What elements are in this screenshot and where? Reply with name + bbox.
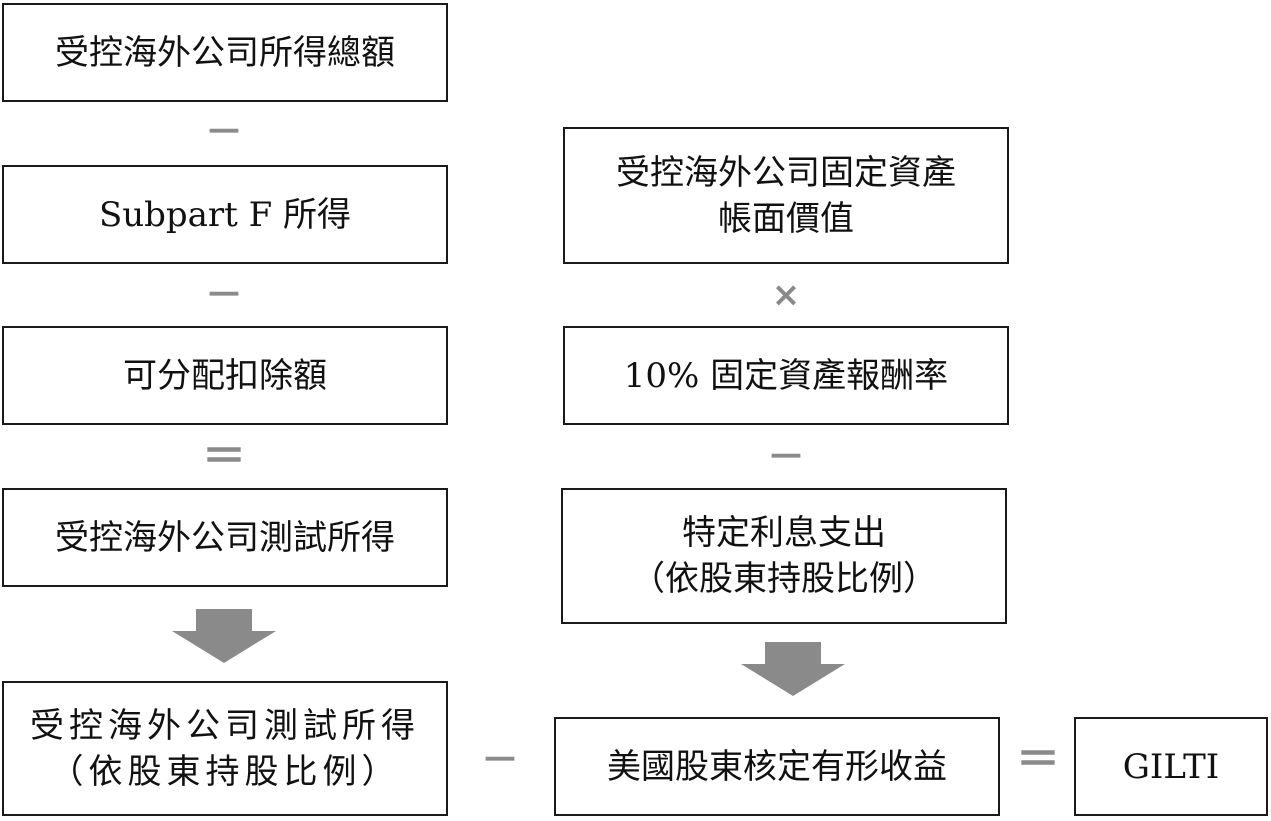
cfc-gross-income-label: 受控海外公司所得總額 [55,32,395,73]
gilti-result-label: GILTI [1122,746,1220,787]
times-operator: × [771,275,801,315]
cfc-fixed-assets-line2: 帳面價值 [718,198,854,239]
allocable-deductions-label: 可分配扣除額 [123,355,327,396]
minus-operator: － [480,738,519,782]
specified-interest-expense-line2: （依股東持股比例） [631,559,937,599]
equals-operator: ＝ [202,431,246,482]
specified-interest-expense-box: 特定利息支出 （依股東持股比例） [561,488,1007,624]
equals-operator: ＝ [1016,734,1060,785]
minus-operator: － [204,273,243,317]
subpart-f-income-box: Subpart F 所得 [2,165,448,264]
specified-interest-expense-line1: 特定利息支出 [682,513,886,553]
fixed-asset-return-rate-label: 10% 固定資產報酬率 [623,355,949,396]
cfc-tested-income-pro-rata-box: 受控海外公司測試所得 （依股東持股比例） [2,681,448,816]
minus-operator: － [204,110,243,154]
subpart-f-income-label: Subpart F 所得 [98,194,352,235]
gilti-result-box: GILTI [1074,717,1268,816]
fixed-asset-return-rate-box: 10% 固定資產報酬率 [563,326,1009,425]
net-deemed-tangible-return-box: 美國股東核定有形收益 [554,717,1000,816]
down-arrow-icon [172,609,276,663]
cfc-tested-income-pro-rata-line1: 受控海外公司測試所得 [30,705,420,746]
minus-operator: － [766,435,805,479]
cfc-tested-income-box: 受控海外公司測試所得 [2,488,448,587]
cfc-tested-income-label: 受控海外公司測試所得 [55,517,395,558]
net-deemed-tangible-return-label: 美國股東核定有形收益 [607,746,947,787]
allocable-deductions-box: 可分配扣除額 [2,326,448,425]
cfc-tested-income-pro-rata-line2: （依股東持股比例） [49,751,401,792]
cfc-fixed-assets-box: 受控海外公司固定資產 帳面價值 [563,127,1009,264]
cfc-fixed-assets-line1: 受控海外公司固定資產 [616,152,956,193]
down-arrow-icon [741,642,845,696]
cfc-gross-income-box: 受控海外公司所得總額 [2,3,448,102]
